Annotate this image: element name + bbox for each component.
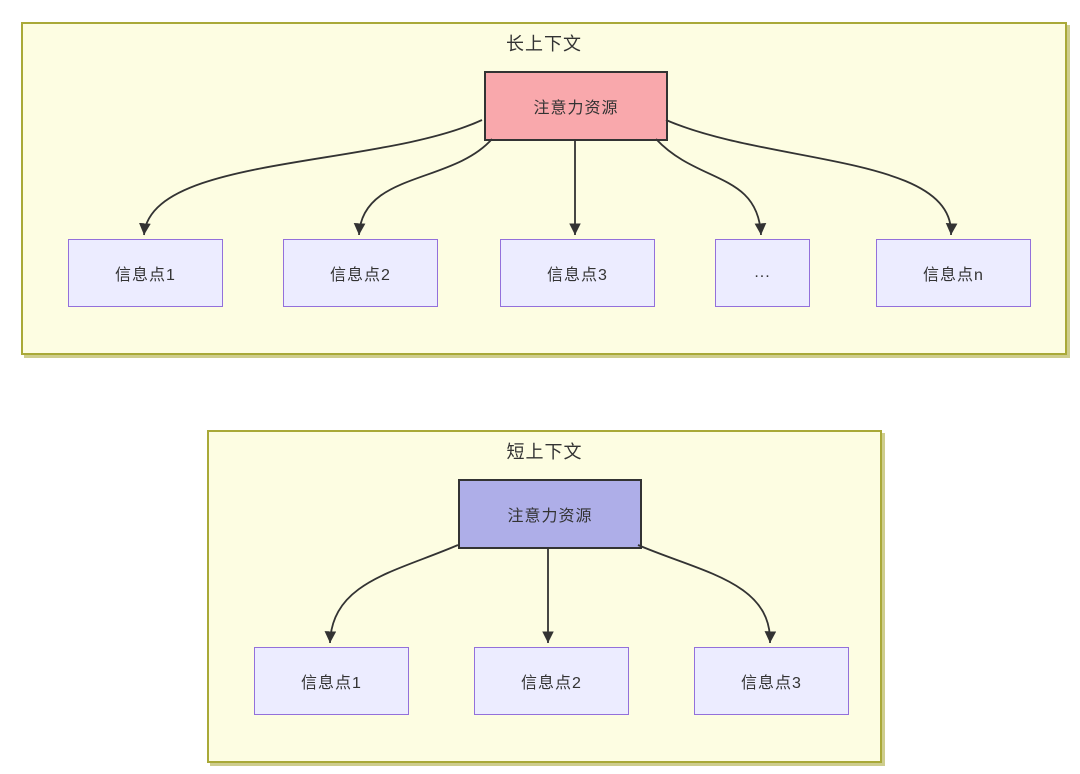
short-attention-node: 注意力资源 [458, 479, 642, 549]
long-context-title: 长上下文 [506, 34, 582, 54]
long-ellipsis-node: ... [715, 239, 810, 307]
short-context-container: 短上下文 注意力资源 信息点1 信息点2 信息点3 [207, 430, 882, 763]
long-infon-label: 信息点n [923, 267, 984, 284]
long-info3-label: 信息点3 [547, 267, 608, 284]
long-info1-label: 信息点1 [115, 267, 176, 284]
long-context-container: 长上下文 注意力资源 信息点1 信息点2 信息点3 ... 信息点n [21, 22, 1067, 355]
long-infon-node: 信息点n [876, 239, 1031, 307]
long-ellipsis-label: ... [754, 264, 771, 281]
short-info2-node: 信息点2 [474, 647, 629, 715]
short-attention-label: 注意力资源 [507, 508, 593, 525]
long-info3-node: 信息点3 [500, 239, 655, 307]
long-attention-node: 注意力资源 [484, 71, 668, 141]
short-info2-label: 信息点2 [521, 675, 582, 692]
long-info2-label: 信息点2 [330, 267, 391, 284]
short-info1-node: 信息点1 [254, 647, 409, 715]
long-info1-node: 信息点1 [68, 239, 223, 307]
long-info2-node: 信息点2 [283, 239, 438, 307]
short-info3-node: 信息点3 [694, 647, 849, 715]
short-context-title: 短上下文 [506, 442, 583, 462]
short-info3-label: 信息点3 [741, 675, 802, 692]
long-attention-label: 注意力资源 [533, 100, 619, 117]
short-info1-label: 信息点1 [301, 675, 362, 692]
